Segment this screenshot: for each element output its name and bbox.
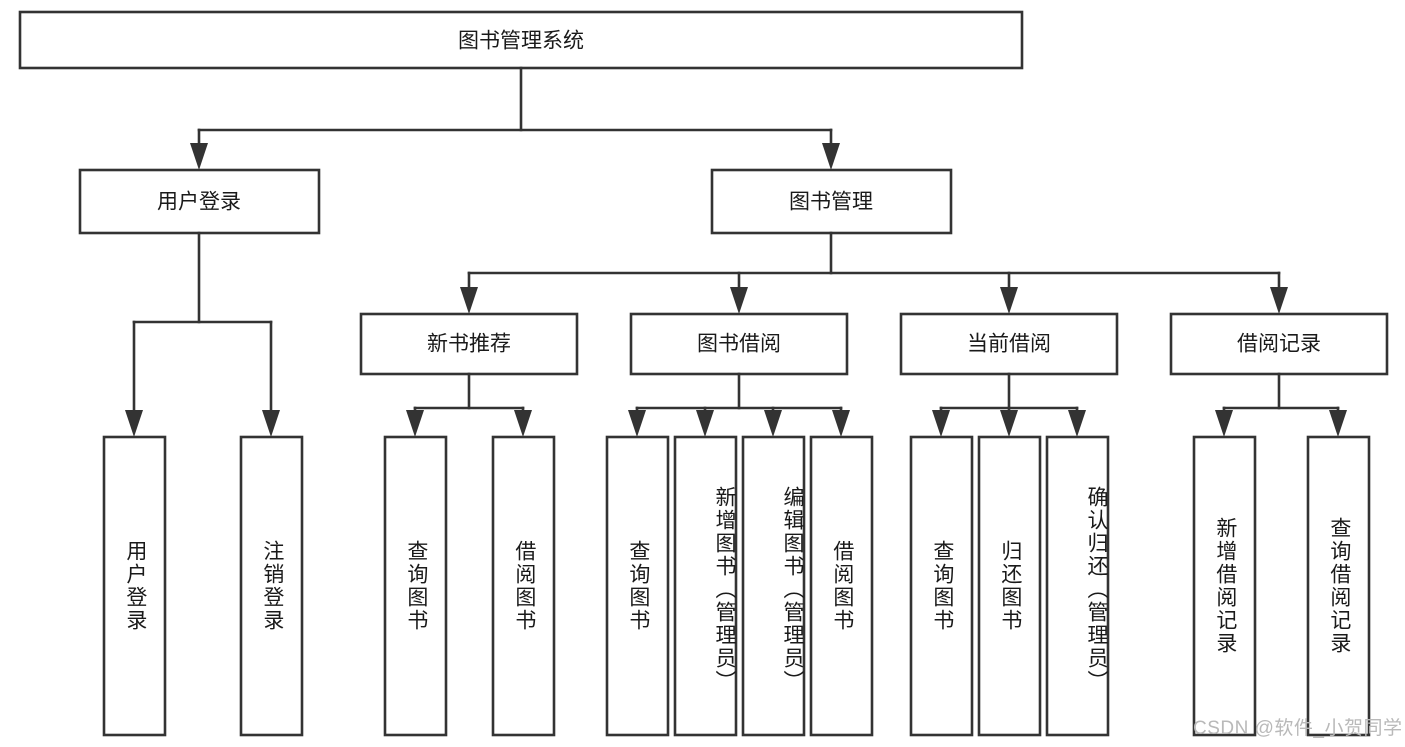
user-login-label: 用户登录	[157, 191, 241, 214]
leaf-box-logout[interactable]	[239, 435, 304, 737]
arrow-to-book-borrow	[730, 287, 748, 314]
leaf-box-borrow-book-b[interactable]	[809, 435, 874, 737]
arrow-to-leaf-query-record	[1329, 410, 1347, 437]
leaf-box-return-book[interactable]	[977, 435, 1042, 737]
node-current-borrow[interactable]: 当前借阅	[899, 312, 1119, 376]
leaf-box-query-book-c[interactable]	[909, 435, 974, 737]
connector-borrow-record-to-leaves	[1215, 372, 1347, 437]
leaf-box-query-book-b[interactable]	[605, 435, 670, 737]
node-new-book-recommend[interactable]: 新书推荐	[359, 312, 579, 376]
csdn-watermark: CSDN @软件_小贺同学	[1193, 718, 1403, 739]
leaf-box-add-book[interactable]	[673, 435, 738, 737]
leaf-box-edit-book[interactable]	[741, 435, 806, 737]
arrow-to-leaf-logout	[262, 410, 280, 437]
leaf-box-query-book-a[interactable]	[383, 435, 448, 737]
connector-book-management-to-level3	[460, 231, 1288, 314]
root-box[interactable]	[18, 10, 1024, 70]
connector-user-login-to-leaves	[125, 231, 280, 437]
connector-new-book-to-leaves	[406, 372, 532, 437]
node-borrow-record[interactable]: 借阅记录	[1169, 312, 1389, 376]
user-login-box[interactable]	[78, 168, 321, 235]
book-borrow-label: 图书借阅	[697, 333, 781, 356]
leaf-box-add-record[interactable]	[1192, 435, 1257, 737]
leaf-box-borrow-book-a[interactable]	[491, 435, 556, 737]
node-root[interactable]: 图书管理系统	[18, 10, 1024, 70]
arrow-to-leaf-user-login	[125, 410, 143, 437]
arrow-to-leaf-add-record	[1215, 410, 1233, 437]
arrow-to-leaf-add-book	[696, 410, 714, 437]
arrow-to-leaf-query-book-a	[406, 410, 424, 437]
arrow-to-user-login	[190, 143, 208, 170]
arrow-to-leaf-borrow-book-b	[832, 410, 850, 437]
arrow-to-leaf-query-book-b	[628, 410, 646, 437]
connector-current-borrow-to-leaves	[932, 372, 1086, 437]
node-book-borrow[interactable]: 图书借阅	[629, 312, 849, 376]
arrow-to-leaf-query-book-c	[932, 410, 950, 437]
current-borrow-box[interactable]	[899, 312, 1119, 376]
arrow-to-current-borrow	[1000, 287, 1018, 314]
connector-book-borrow-to-leaves	[628, 372, 850, 437]
arrow-to-book-management	[822, 143, 840, 170]
connector-root-to-level2	[190, 66, 840, 170]
arrow-to-leaf-return-book	[1000, 410, 1018, 437]
borrow-record-label: 借阅记录	[1237, 333, 1321, 356]
node-book-management[interactable]: 图书管理	[710, 168, 953, 235]
new-book-recommend-label: 新书推荐	[427, 333, 511, 356]
node-user-login[interactable]: 用户登录	[78, 168, 321, 235]
arrow-to-leaf-confirm-return	[1068, 410, 1086, 437]
root-label: 图书管理系统	[458, 30, 584, 53]
leaf-box-user-login[interactable]	[102, 435, 167, 737]
arrow-to-leaf-edit-book	[764, 410, 782, 437]
arrow-to-leaf-borrow-book-a	[514, 410, 532, 437]
new-book-recommend-box[interactable]	[359, 312, 579, 376]
book-management-label: 图书管理	[789, 191, 873, 214]
leaf-box-confirm-return[interactable]	[1045, 435, 1110, 737]
arrow-to-new-book-recommend	[460, 287, 478, 314]
current-borrow-label: 当前借阅	[967, 333, 1051, 356]
leaf-box-query-record[interactable]	[1306, 435, 1371, 737]
arrow-to-borrow-record	[1270, 287, 1288, 314]
